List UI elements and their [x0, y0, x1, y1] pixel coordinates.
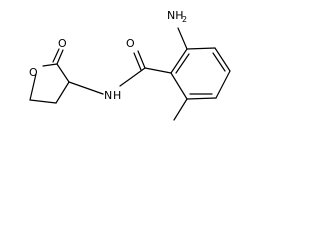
benzene-ring — [170, 47, 231, 100]
bond-amide-n-to-carbonyl-c — [119, 67, 146, 87]
amino-group-label: NH — [167, 9, 184, 22]
bond-c3-to-amide-n — [68, 81, 104, 95]
amide-hydrogen-label: H — [113, 89, 121, 102]
bond-c2-to-amino — [177, 27, 188, 50]
lactone-ring — [29, 48, 70, 104]
ring-oxygen-label: O — [29, 66, 38, 79]
amide-carbonyl — [133, 50, 146, 71]
amide-nitrogen-label: N — [104, 89, 112, 102]
bond-ring-o-to-c2 — [42, 63, 58, 67]
amino-subscript-label: 2 — [182, 15, 187, 24]
bond-lactone-carbonyl-b — [52, 48, 60, 63]
bond-inner-c3-c4 — [212, 52, 226, 72]
bond-amide-carbonyl-a — [137, 50, 146, 69]
bond-c1-c2 — [170, 48, 188, 74]
bond-c6-c1 — [170, 72, 188, 100]
bond-c2-to-c3 — [56, 63, 70, 83]
chemical-structure-diagram: O O O N H NH 2 — [29, 9, 231, 121]
bond-c6-to-methyl — [173, 98, 188, 121]
bond-inner-c1-c2 — [175, 53, 190, 74]
bond-carbonyl-c-to-c1 — [144, 67, 172, 74]
bond-c3-to-c4 — [55, 81, 70, 104]
bond-c4-c5 — [215, 70, 231, 99]
lactone-carbonyl-oxygen-label: O — [58, 37, 67, 50]
bond-c5-c6 — [186, 97, 217, 100]
bond-c2-c3 — [186, 47, 216, 50]
bond-c3-c4 — [214, 47, 231, 72]
bond-c4-to-c5 — [29, 99, 57, 104]
bond-amide-carbonyl-b — [133, 52, 142, 71]
bond-lactone-carbonyl-a — [56, 49, 64, 65]
amide-carbonyl-oxygen-label: O — [126, 37, 135, 50]
bond-c5-to-ring-o — [29, 73, 37, 101]
